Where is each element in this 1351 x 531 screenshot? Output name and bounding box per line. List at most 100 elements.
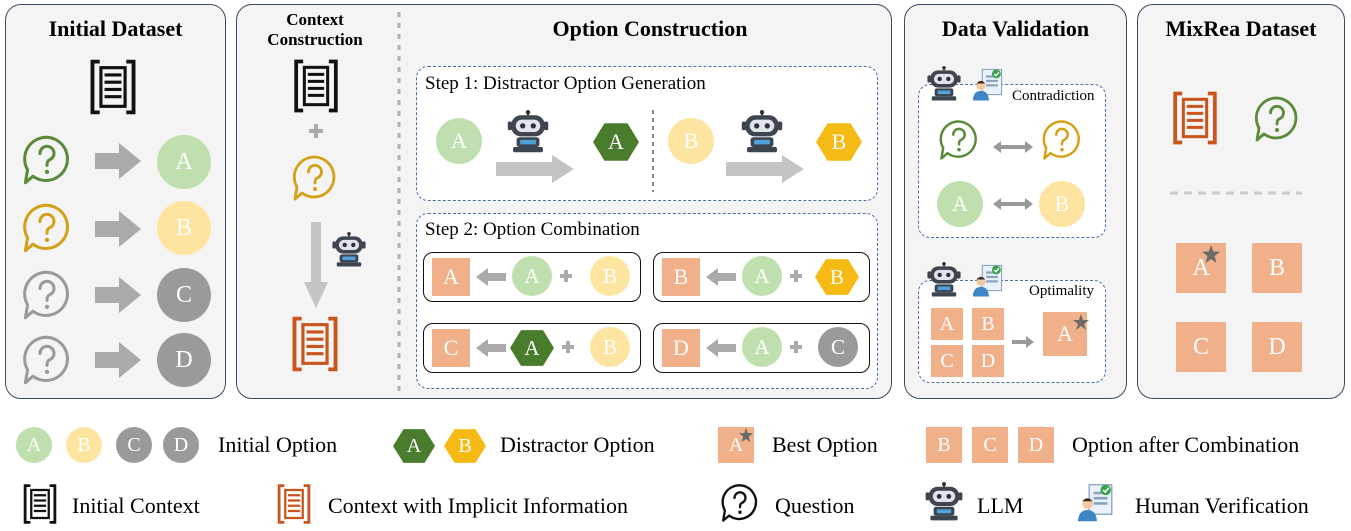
step1-divider: [652, 110, 654, 192]
grid-option-d: D: [972, 345, 1004, 377]
combo-input-b: B: [590, 256, 630, 296]
robot-icon: [926, 66, 962, 102]
separator-line: [1170, 191, 1302, 195]
mixrea-option-b: B: [1252, 243, 1302, 293]
star-icon: [739, 428, 753, 442]
legend-robot-icon: [924, 482, 964, 522]
robot-icon: [506, 110, 550, 154]
legend-implicit-context-document-icon: [277, 484, 311, 524]
star-icon: [1202, 245, 1220, 263]
legend-distractor-option-label: Distractor Option: [500, 432, 655, 457]
initial-dataset-title: Initial Dataset: [48, 16, 183, 41]
combo-input-a: A: [742, 327, 782, 367]
arrow-left-icon: [706, 339, 736, 357]
robot-icon: [926, 262, 962, 298]
context-construction-title-line2: Construction: [267, 30, 363, 49]
legend-combo-option-b: B: [926, 427, 962, 463]
optimality-label: Optimality: [1029, 283, 1094, 299]
legend-combo-option-label: Option after Combination: [1072, 432, 1300, 457]
legend-llm-label: LLM: [977, 493, 1024, 518]
initial-option-a: A: [157, 135, 211, 189]
star-icon: [1073, 314, 1089, 330]
legend-initial-option-b: B: [66, 427, 102, 463]
combined-option-a: A: [432, 258, 470, 296]
initial-context-document-icon: [294, 59, 338, 113]
context-construction-title-line1: Context: [286, 10, 344, 29]
legend-human-verification-icon: [1077, 483, 1113, 523]
grid-option-a: A: [931, 308, 963, 340]
combined-option-d: D: [662, 329, 700, 367]
contradiction-label: Contradiction: [1012, 88, 1095, 104]
question-bubble-icon-green: [939, 120, 977, 160]
combo-input-a: A: [742, 256, 782, 296]
arrow-left-icon: [476, 339, 506, 357]
mixrea-dataset-title: MixRea Dataset: [1165, 16, 1317, 41]
step1-box: [416, 66, 878, 201]
arrow-right-icon: [496, 155, 574, 183]
initial-option-b: B: [157, 201, 211, 255]
legend-human-verification-label: Human Verification: [1135, 493, 1309, 518]
mixrea-option-a: A: [1176, 243, 1226, 293]
mixrea-dataset-panel: [1137, 4, 1345, 399]
question-bubble-icon-yellow: [292, 155, 336, 201]
mixrea-option-d: D: [1252, 322, 1302, 372]
human-verification-icon: [972, 264, 1003, 298]
legend-distractor-b: B: [444, 429, 486, 463]
option-a-input: A: [436, 118, 482, 164]
validation-option-a: A: [937, 181, 983, 227]
plus-icon: [790, 270, 802, 282]
plus-icon: [790, 341, 802, 353]
arrow-right-icon: [1012, 336, 1034, 348]
distractor-option-b: B: [816, 123, 862, 161]
robot-icon: [740, 110, 784, 154]
grid-option-b: B: [972, 308, 1004, 340]
legend-initial-option-c: C: [116, 427, 152, 463]
question-bubble-icon-yellow: [23, 203, 69, 253]
legend-best-option-label: Best Option: [772, 432, 878, 457]
question-bubble-icon-green: [1254, 96, 1298, 142]
data-validation-title: Data Validation: [941, 16, 1090, 41]
arrow-right-icon: [95, 143, 141, 179]
human-verification-icon: [972, 68, 1003, 102]
combo-input-b: B: [590, 327, 630, 367]
combined-option-b: B: [662, 258, 700, 296]
validation-option-b: B: [1039, 181, 1085, 227]
question-bubble-icon-gray: [23, 270, 69, 320]
bidirectional-arrow-icon: [993, 198, 1033, 210]
legend-initial-context-document-icon: [23, 484, 57, 524]
distractor-option-a: A: [593, 123, 639, 161]
arrow-left-icon: [706, 268, 736, 286]
robot-icon: [331, 232, 367, 268]
step2-label: Step 2: Option Combination: [425, 219, 640, 240]
question-bubble-icon-gray: [23, 335, 69, 385]
option-b-input: B: [668, 118, 714, 164]
legend-implicit-context-label: Context with Implicit Information: [328, 493, 629, 518]
legend-question-label: Question: [775, 493, 855, 518]
arrow-right-icon: [95, 211, 141, 247]
legend-initial-option-d: D: [163, 427, 199, 463]
legend-combo-option-c: C: [972, 427, 1008, 463]
arrow-right-icon: [95, 342, 141, 378]
legend-initial-option-label: Initial Option: [218, 432, 338, 457]
initial-option-d: D: [157, 333, 211, 387]
plus-icon: [560, 270, 572, 282]
initial-option-c: C: [157, 268, 211, 322]
legend-initial-context-label: Initial Context: [72, 493, 200, 518]
implicit-context-document-icon: [289, 315, 341, 373]
section-divider: [397, 12, 401, 392]
question-bubble-icon-green: [23, 135, 69, 185]
combined-option-c: C: [432, 329, 470, 367]
legend-initial-option-a: A: [16, 427, 52, 463]
implicit-context-document-icon: [1173, 91, 1217, 145]
arrow-right-icon: [726, 155, 804, 183]
legend-distractor-a: A: [393, 429, 435, 463]
legend-combo-option-d: D: [1018, 427, 1054, 463]
arrow-right-icon: [95, 277, 141, 313]
down-arrow-icon: [304, 222, 328, 308]
plus-icon: [562, 341, 574, 353]
legend-question-bubble-icon: [721, 484, 758, 522]
option-construction-title: Option Construction: [552, 16, 748, 41]
question-bubble-icon-yellow: [1042, 120, 1080, 160]
initial-context-document-icon: [87, 58, 139, 116]
grid-option-c: C: [931, 345, 963, 377]
